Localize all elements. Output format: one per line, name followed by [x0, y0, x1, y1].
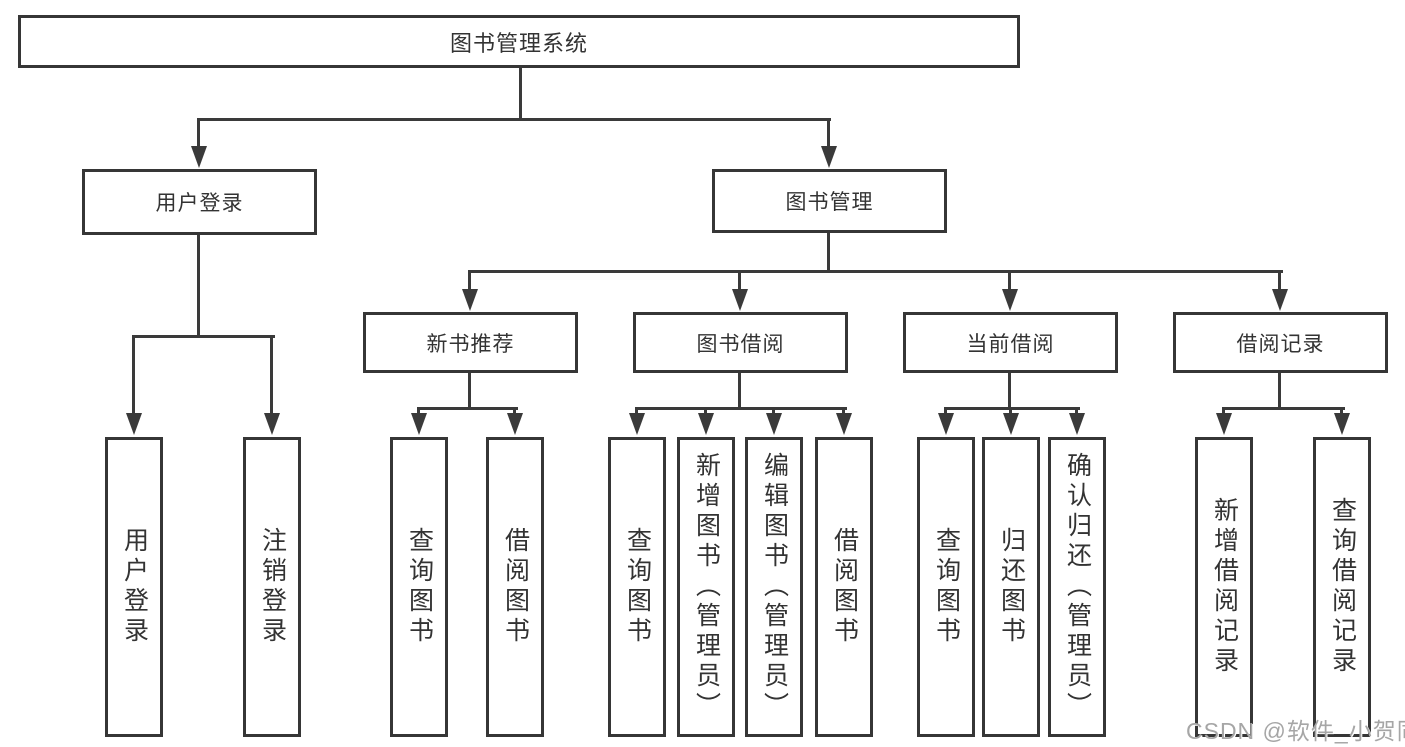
connector-line: [635, 407, 847, 410]
node-new-book-recommend: 新书推荐: [363, 312, 578, 373]
node-book-borrowing: 图书借阅: [633, 312, 848, 373]
arrowhead-down-icon: [629, 413, 645, 435]
node-label: 用户登录: [120, 527, 149, 647]
node-label: 借阅记录: [1236, 332, 1325, 356]
connector-line: [132, 335, 135, 415]
connector-line: [1278, 372, 1281, 409]
node-leaf-logout: 注销登录: [243, 437, 301, 737]
connector-line: [1075, 407, 1078, 416]
node-leaf-confirm-return-admin: 确认归还（管理员）: [1048, 437, 1106, 737]
node-label: 查询借阅记录: [1328, 497, 1357, 677]
arrowhead-down-icon: [1216, 413, 1232, 435]
node-label: 查询图书: [932, 527, 961, 647]
connector-line: [1009, 407, 1012, 416]
connector-line: [635, 407, 638, 416]
node-label: 图书管理系统: [449, 30, 588, 56]
connector-line: [738, 270, 741, 292]
connector-line: [944, 407, 1080, 410]
connector-line: [827, 233, 830, 272]
node-leaf-query-books-current: 查询图书: [917, 437, 975, 737]
node-label: 编辑图书（管理员）: [760, 452, 789, 722]
node-label: 新增借阅记录: [1210, 497, 1239, 677]
arrowhead-down-icon: [732, 289, 748, 311]
node-book-management: 图书管理: [712, 169, 947, 233]
node-leaf-query-books-recommend: 查询图书: [390, 437, 448, 737]
arrowhead-down-icon: [836, 413, 852, 435]
arrowhead-down-icon: [264, 413, 280, 435]
connector-line: [270, 335, 273, 415]
node-label: 图书借阅: [696, 332, 785, 356]
connector-line: [1278, 270, 1281, 292]
node-user-login: 用户登录: [82, 169, 317, 235]
node-label: 用户登录: [155, 192, 244, 215]
arrowhead-down-icon: [1002, 289, 1018, 311]
connector-line: [704, 407, 707, 416]
arrowhead-down-icon: [1272, 289, 1288, 311]
node-leaf-user-login: 用户登录: [105, 437, 163, 737]
connector-line: [738, 372, 741, 409]
node-leaf-add-borrow-record: 新增借阅记录: [1195, 437, 1253, 737]
arrowhead-down-icon: [938, 413, 954, 435]
connector-line: [1008, 372, 1011, 409]
connector-line: [468, 270, 471, 292]
connector-line: [772, 407, 775, 416]
arrowhead-down-icon: [821, 146, 837, 168]
connector-line: [519, 68, 522, 118]
node-leaf-query-books-borrowing: 查询图书: [608, 437, 666, 737]
arrowhead-down-icon: [507, 413, 523, 435]
arrowhead-down-icon: [126, 413, 142, 435]
arrowhead-down-icon: [1334, 413, 1350, 435]
node-label: 借阅图书: [501, 527, 530, 647]
connector-line: [827, 118, 830, 151]
connector-line: [197, 118, 200, 151]
node-label: 注销登录: [258, 527, 287, 647]
connector-line: [842, 407, 845, 416]
connector-line: [513, 407, 516, 416]
connector-line: [197, 118, 831, 121]
arrowhead-down-icon: [766, 413, 782, 435]
node-leaf-return-books: 归还图书: [982, 437, 1040, 737]
arrowhead-down-icon: [191, 146, 207, 168]
node-library-management-system: 图书管理系统: [18, 15, 1020, 68]
connector-line: [132, 335, 275, 338]
node-label: 当前借阅: [966, 332, 1055, 356]
connector-line: [197, 235, 200, 335]
connector-line: [1222, 407, 1225, 416]
node-leaf-borrow-books: 借阅图书: [815, 437, 873, 737]
node-label: 新书推荐: [426, 332, 515, 356]
node-label: 查询图书: [623, 527, 652, 647]
connector-line: [1340, 407, 1343, 416]
node-leaf-add-books-admin: 新增图书（管理员）: [677, 437, 735, 737]
csdn-watermark: CSDN @软件_小贺同学: [1186, 718, 1405, 744]
arrowhead-down-icon: [411, 413, 427, 435]
arrowhead-down-icon: [1069, 413, 1085, 435]
arrowhead-down-icon: [698, 413, 714, 435]
arrowhead-down-icon: [462, 289, 478, 311]
node-label: 图书管理: [785, 191, 874, 214]
node-current-borrowing: 当前借阅: [903, 312, 1118, 373]
connector-line: [944, 407, 947, 416]
connector-line: [1222, 407, 1345, 410]
node-label: 归还图书: [997, 527, 1026, 647]
node-borrowing-records: 借阅记录: [1173, 312, 1388, 373]
node-leaf-query-borrow-record: 查询借阅记录: [1313, 437, 1371, 737]
connector-line: [417, 407, 518, 410]
connector-line: [468, 372, 471, 409]
node-label: 借阅图书: [830, 527, 859, 647]
node-label: 确认归还（管理员）: [1063, 452, 1092, 722]
connector-line: [1008, 270, 1011, 292]
node-label: 新增图书（管理员）: [692, 452, 721, 722]
connector-line: [417, 407, 420, 416]
arrowhead-down-icon: [1003, 413, 1019, 435]
node-label: 查询图书: [405, 527, 434, 647]
node-leaf-borrow-books-recommend: 借阅图书: [486, 437, 544, 737]
connector-line: [468, 270, 1283, 273]
node-leaf-edit-books-admin: 编辑图书（管理员）: [745, 437, 803, 737]
